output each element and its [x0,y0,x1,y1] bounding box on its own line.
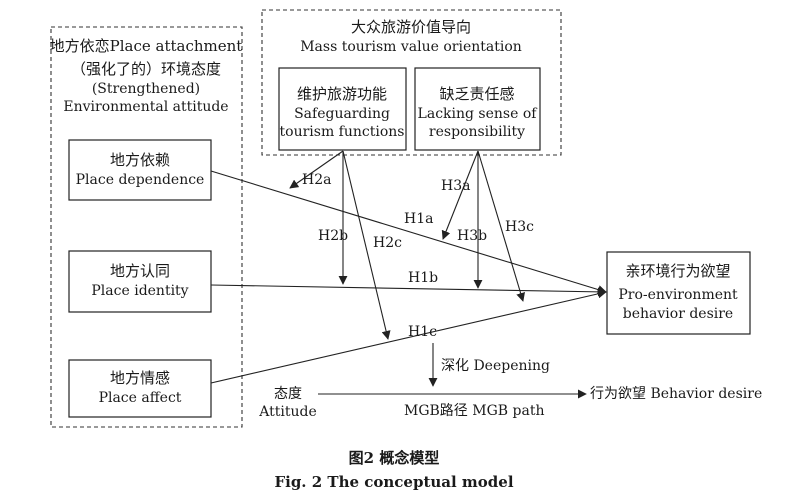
behavior-desire-box [606,251,751,335]
place-dependence-en: Place dependence [76,172,205,188]
safeguarding-en2: tourism functions [280,124,405,140]
label-h1b: H1b [408,270,438,286]
path-h3a [441,150,479,240]
strengthened-attitude-zh: （强化了的）环境态度 [71,60,221,78]
label-h3c: H3c [505,219,534,235]
caption-en: Fig. 2 The conceptual model [274,473,513,491]
lacking-en1: Lacking sense of [418,106,539,122]
label-h2a: H2a [302,172,331,188]
lacking-en2: responsibility [429,124,525,140]
place-affect-zh: 地方情感 [110,369,170,387]
place-identity-box [68,250,212,313]
lacking-box [414,67,541,151]
path-h2c [342,150,391,340]
mass-tourism-title-en: Mass tourism value orientation [300,39,522,55]
environmental-attitude-label: Environmental attitude [63,99,228,115]
mgb-path-label: MGB路径 MGB path [404,403,544,419]
label-h3b: H3b [457,228,487,244]
safeguarding-box [278,67,407,151]
label-h1a: H1a [404,211,433,227]
path-h1a [210,170,607,294]
label-h2c: H2c [373,235,402,251]
safeguarding-en1: Safeguarding [294,106,390,122]
behavior-desire-label: 行为欲望 Behavior desire [590,386,762,402]
place-dependence-box [68,139,212,201]
path-h1c [210,289,607,384]
place-attachment-label: 地方依恋Place attachment [50,37,243,55]
behavior-desire-en1: Pro-environment [618,287,738,303]
label-h2b: H2b [318,228,348,244]
label-h3a: H3a [441,178,470,194]
mass-tourism-title-zh: 大众旅游价值导向 [351,18,471,36]
attitude-en: Attitude [258,404,316,420]
caption-zh: 图2 概念模型 [349,449,440,467]
deepening-label: 深化 Deepening [441,358,550,374]
safeguarding-zh: 维护旅游功能 [297,85,387,103]
path-h2a [289,150,344,189]
path-h3c [477,150,525,302]
place-affect-en: Place affect [99,390,182,406]
behavior-desire-en2: behavior desire [623,306,733,322]
attitude-zh: 态度 [274,386,302,402]
mass-tourism-group [261,9,562,156]
label-h1c: H1c [408,324,437,340]
place-dependence-zh: 地方依赖 [110,151,170,169]
path-h1b [210,284,607,297]
place-affect-box [68,359,212,418]
place-identity-zh: 地方认同 [110,262,170,280]
strengthened-label: (Strengthened) [92,81,200,97]
behavior-desire-zh: 亲环境行为欲望 [625,262,730,280]
place-attachment-group [50,26,243,428]
place-identity-en: Place identity [91,283,188,299]
lacking-zh: 缺乏责任感 [439,85,514,103]
